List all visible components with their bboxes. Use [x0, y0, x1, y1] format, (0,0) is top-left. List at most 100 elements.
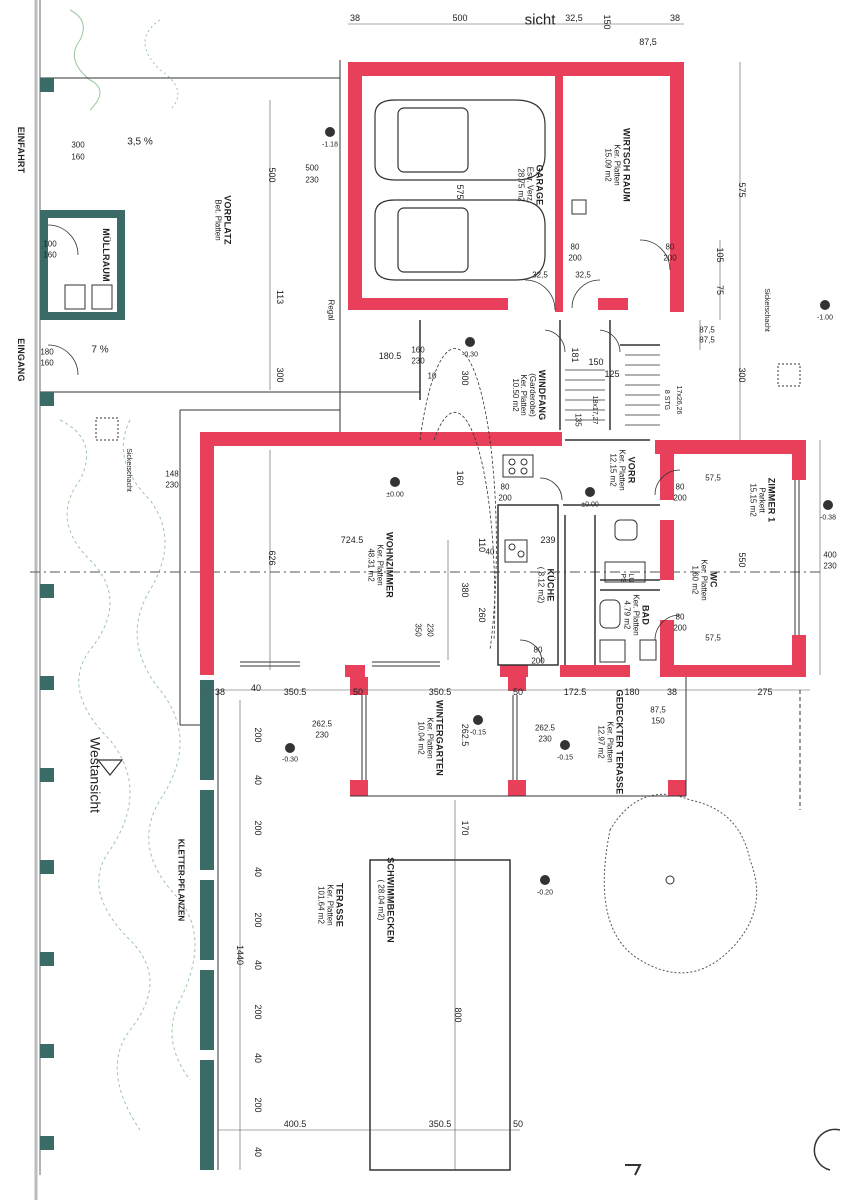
- level-6: -0.15: [470, 729, 486, 737]
- westansicht-label: Westansicht: [87, 737, 104, 813]
- dim-300: 300: [71, 140, 85, 150]
- dim-s-200a: 200: [253, 727, 263, 743]
- dim-87b: 87,5: [699, 325, 715, 335]
- swimming-pool-outline: [369, 859, 511, 1171]
- dim-80a: 80: [570, 242, 580, 252]
- dim-80f: 80: [533, 645, 543, 655]
- dim-80e: 80: [675, 612, 685, 622]
- wintergarten-label: WINTERGARTEN Ker. Platten 10.04 m2: [416, 700, 445, 776]
- vorr-name: VORR: [626, 456, 637, 484]
- dim-125: 125: [604, 369, 620, 379]
- gedeckte-terrasse-label: GEDECKTER TERASSE Ker. Platten 12.97 m2: [596, 690, 625, 795]
- dim-b-875: 87,5: [650, 705, 666, 715]
- dim-135: 135: [573, 413, 583, 427]
- dim-3505b: 350.5: [428, 1119, 452, 1129]
- dim-40k: 40: [485, 547, 495, 557]
- bin-2: [91, 284, 113, 310]
- dim-200f: 200: [531, 656, 545, 666]
- dim-100: 100: [43, 239, 57, 249]
- wirtsch-label: WIRTSCH RAUM Ker. Platten 15.09 m2: [603, 128, 632, 202]
- garage-label: GARAGE Estr. Verz. 28.75 m2: [516, 165, 545, 206]
- dim-550: 550: [737, 552, 747, 568]
- muellraum-walls: [40, 210, 125, 320]
- ps-label: PS: [618, 573, 626, 583]
- stg-dim: 17x26,26: [674, 385, 682, 415]
- bad-area: 4.79 m2: [623, 600, 633, 630]
- sickerschacht-right: [777, 363, 801, 387]
- wirtsch-name: WIRTSCH RAUM: [621, 128, 632, 202]
- level-9: -0.20: [537, 889, 553, 897]
- dim-s-200e: 200: [253, 1097, 263, 1113]
- dim-300b: 300: [460, 370, 470, 386]
- dim-b-180: 180: [624, 687, 640, 697]
- lu-label: LU: [626, 573, 634, 583]
- dim-170: 170: [460, 820, 470, 836]
- dim-575d: 57,5: [705, 633, 721, 643]
- interior-walls: [419, 320, 660, 666]
- terrace-fence: [200, 680, 214, 1170]
- wc-area: 1.60 m2: [691, 565, 701, 595]
- kueche-area: ( 8.12 m2): [536, 566, 546, 604]
- sickerschacht-label-right: Sickerschacht: [762, 288, 770, 332]
- dim-b-40: 40: [250, 683, 262, 693]
- windfang-area: 10.50 m2: [510, 378, 520, 412]
- hedge-plants: [59, 9, 196, 1131]
- dim-230: 230: [305, 175, 319, 185]
- level-10: -1.00: [817, 314, 833, 322]
- zimmer-area: 15.15 m2: [749, 483, 759, 517]
- dim-230f: 230: [315, 730, 329, 740]
- dim-160-wohn: 160: [455, 470, 465, 486]
- dim-b-3505: 350.5: [283, 687, 307, 697]
- dim-105: 105: [715, 247, 725, 263]
- dim-b-50b: 50: [512, 687, 524, 697]
- dim-b-1725: 172.5: [563, 687, 587, 697]
- west-view-arrow: [96, 759, 124, 776]
- sickerschacht-label-left: Sickerschacht: [124, 448, 132, 492]
- dim-300-vorplatz: 300: [275, 367, 285, 383]
- level-8: -0.30: [282, 756, 298, 764]
- dim-800: 800: [453, 1007, 463, 1023]
- dim-239: 239: [540, 535, 556, 545]
- dim-b-275: 275: [757, 687, 773, 697]
- dim-150b: 150: [588, 357, 604, 367]
- north-arrow-fragment: [813, 1128, 841, 1171]
- dim-575c: 57,5: [705, 473, 721, 483]
- dim-s-200c: 200: [253, 912, 263, 928]
- bad-name: BAD: [640, 604, 651, 626]
- dim-2625c: 262.5: [534, 723, 556, 733]
- dim-2625-wg: 262.5: [460, 723, 470, 747]
- zimmer-label: ZIMMER 1 Parkett 15.15 m2: [748, 478, 777, 523]
- dim-230b: 230: [411, 356, 425, 366]
- dim-75: 75: [715, 284, 725, 296]
- dim-80b: 80: [665, 242, 675, 252]
- property-lines: [30, 0, 820, 1175]
- garage-cars: [374, 99, 546, 281]
- dim-b-38c: 38: [666, 687, 678, 697]
- dim-s-40a: 40: [253, 774, 263, 786]
- dim-top-38: 38: [349, 13, 361, 23]
- terasse-label: TERASSE Ker. Platten 101.64 m2: [316, 883, 345, 927]
- schwimmbecken-name: SCHWIMMBECKEN: [385, 857, 396, 943]
- wohnzimmer-finish: Ker. Platten: [375, 544, 385, 586]
- terasse-area: 101.64 m2: [317, 886, 327, 924]
- wohnzimmer-name: WOHNZIMMER: [384, 532, 395, 598]
- fixtures: [502, 199, 657, 663]
- dim-80c: 80: [500, 482, 510, 492]
- terasse-finish: Ker. Platten: [325, 884, 335, 926]
- dim-350: 350: [413, 623, 423, 637]
- dim-500b: 500: [305, 163, 319, 173]
- dim-160d: 160: [411, 345, 425, 355]
- dim-s-40e: 40: [253, 1146, 263, 1158]
- dim-b-50: 50: [352, 687, 364, 697]
- dim-2625b: 262.5: [311, 719, 333, 729]
- north-arrow-mark: [625, 1164, 642, 1176]
- windfang-sub: (Garderobe): [528, 373, 538, 417]
- dim-top-32: 32,5: [565, 13, 583, 23]
- dim-230d: 230: [425, 623, 435, 637]
- dim-4005: 400.5: [283, 1119, 307, 1129]
- dim-s-40c: 40: [253, 959, 263, 971]
- sicht-label: sicht: [524, 11, 556, 29]
- einfahrt-label: EINFAHRT: [15, 126, 26, 174]
